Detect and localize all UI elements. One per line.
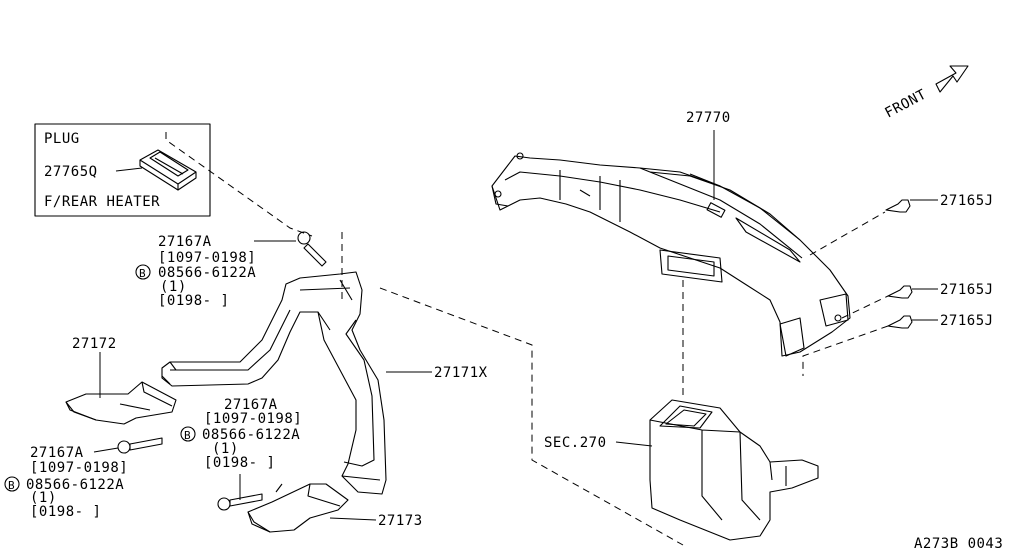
callout-mid-qty: (1) [212, 441, 239, 457]
callout-left: 27167A [1097-0198] B 08566-6122A (1) [01… [4, 437, 163, 520]
screw-27167A-top [297, 231, 327, 267]
screw-27165J-2 [887, 285, 938, 299]
callout-mid: 27167A [1097-0198] B 08566-6122A (1) [01… [180, 397, 302, 511]
front-indicator: FRONT [882, 65, 969, 122]
callout-mid-part: 27167A [224, 397, 278, 413]
dash-duct-to-heater [379, 287, 684, 546]
inset-frame [34, 123, 211, 217]
callout-top-bolt-symbol: B [139, 267, 146, 280]
callout-left-bolt: 08566-6122A [26, 477, 124, 493]
callout-left-part: 27167A [30, 445, 84, 461]
bolt-b-icon [135, 264, 151, 280]
inset-title: PLUG [44, 131, 80, 147]
bolt-b-icon [180, 426, 196, 442]
callout-top: 27167A [1097-0198] B 08566-6122A (1) [01… [135, 231, 327, 309]
dash-screw-j1 [809, 211, 886, 256]
label-27173: 27173 [378, 513, 423, 529]
screw-27165J-1 [885, 199, 938, 213]
callout-top-qty: (1) [160, 279, 187, 295]
duct-27172 [65, 352, 177, 425]
label-27770: 27770 [686, 110, 731, 126]
callout-left-bolt-symbol: B [8, 479, 15, 492]
callout-mid-bolt: 08566-6122A [202, 427, 300, 443]
callout-left-qty: (1) [30, 490, 57, 506]
dash-screw-j3 [802, 325, 889, 376]
callout-mid-bolt-symbol: B [184, 429, 191, 442]
callout-left-range2: [0198- ] [30, 504, 101, 520]
label-27165J-c: 27165J [940, 313, 994, 329]
dashed-connectors [165, 132, 889, 546]
inset-caption: F/REAR HEATER [44, 194, 160, 210]
screw-27167A-left [117, 437, 163, 454]
front-label: FRONT [882, 86, 929, 121]
leader-sec270 [615, 441, 653, 447]
inset-leader [115, 167, 143, 172]
label-27171X: 27171X [434, 365, 488, 381]
duct-27171X [161, 271, 432, 495]
screw-27165J-3 [887, 315, 938, 329]
callout-top-bolt: 08566-6122A [158, 265, 256, 281]
callout-mid-range1: [1097-0198] [204, 411, 302, 427]
leader-27173 [329, 517, 377, 521]
callout-top-part: 27167A [158, 234, 212, 250]
callout-mid-range2: [0198- ] [204, 455, 275, 471]
bolt-b-icon [4, 476, 20, 492]
screw-27167A-mid [217, 493, 263, 511]
label-27165J-a: 27165J [940, 193, 994, 209]
diagram-code: A273B 0043 [914, 536, 1003, 552]
inset-part-number: 27765Q [44, 164, 98, 180]
dash-screw-j2 [841, 295, 889, 319]
dash-plug-to-duct [165, 132, 313, 237]
heater-unit-sec270 [615, 399, 819, 541]
callout-left-range1: [1097-0198] [30, 460, 128, 476]
callout-top-range2: [0198- ] [158, 293, 229, 309]
label-sec270: SEC.270 [544, 435, 607, 451]
label-27165J-b: 27165J [940, 282, 994, 298]
front-arrow-icon [935, 65, 969, 93]
callout-top-range1: [1097-0198] [158, 250, 256, 266]
plug-inset: PLUG 27765Q F/REAR HEATER [34, 123, 211, 217]
plug-part [139, 149, 197, 191]
duct-27173 [247, 483, 377, 533]
center-vent [659, 249, 723, 283]
main-duct-27770 [491, 130, 851, 357]
label-27172: 27172 [72, 336, 117, 352]
